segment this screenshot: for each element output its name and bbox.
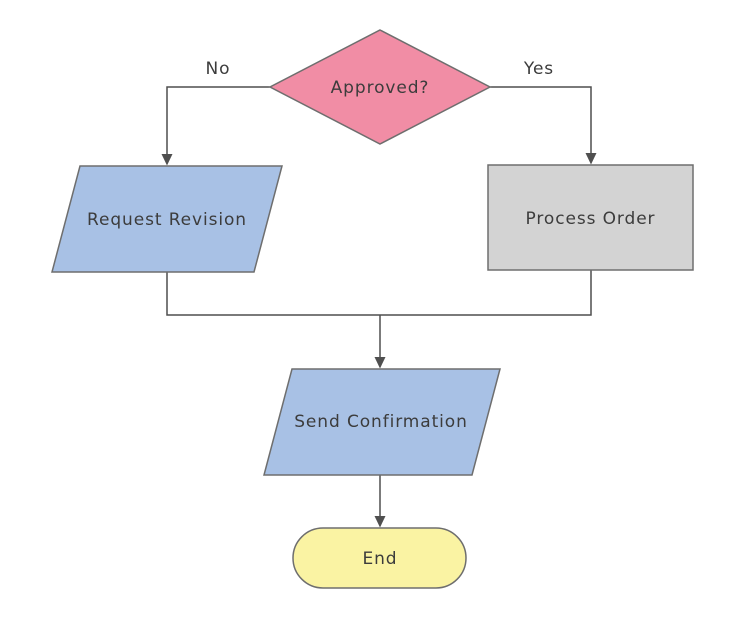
node-end[interactable]: End <box>292 527 467 589</box>
arrowhead-into-end <box>374 516 386 528</box>
node-send-confirmation[interactable]: Send Confirmation <box>263 368 501 476</box>
arrowhead-into-send-confirmation <box>374 357 386 369</box>
node-process-order[interactable]: Process Order <box>487 164 694 271</box>
node-request-revision[interactable]: Request Revision <box>51 165 283 273</box>
node-send-confirmation-label: Send Confirmation <box>294 412 468 432</box>
node-approved-label: Approved? <box>331 78 430 98</box>
edge-label-yes: Yes <box>523 59 554 79</box>
end-stadium-shape <box>292 527 467 589</box>
node-approved[interactable]: Approved? <box>268 29 492 145</box>
arrowheads <box>161 153 597 528</box>
send-confirmation-parallelogram-shape <box>263 368 501 476</box>
edge-yes-line <box>490 86 592 154</box>
arrowhead-into-process-order <box>585 153 597 165</box>
request-revision-parallelogram-shape <box>51 165 283 273</box>
node-request-revision-label: Request Revision <box>87 210 247 230</box>
edge-merge-line <box>166 270 592 316</box>
decision-diamond-shape <box>268 29 492 145</box>
arrowhead-into-request-revision <box>161 154 173 166</box>
node-process-order-label: Process Order <box>526 209 656 229</box>
edge-no-line <box>166 86 270 155</box>
edge-label-no: No <box>206 59 231 79</box>
node-end-label: End <box>362 549 397 569</box>
process-order-rectangle-shape <box>487 164 694 271</box>
connectors <box>166 86 592 517</box>
